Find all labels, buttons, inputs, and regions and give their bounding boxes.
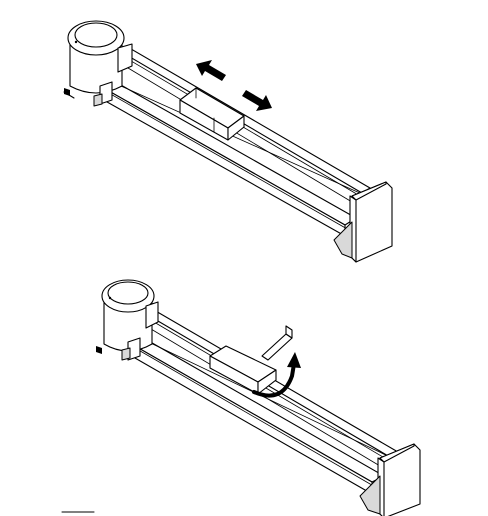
top-motor: [63, 20, 133, 107]
top-carriage: [179, 87, 245, 141]
bottom-motor: [96, 279, 159, 361]
bottom-end-plate: [359, 443, 421, 516]
rotation-arrow-icon: [252, 352, 301, 398]
bottom-beam: [127, 309, 399, 495]
top-end-plate: [333, 181, 393, 263]
bottom-view-assembly: [96, 279, 421, 516]
double-arrow-icon: [196, 60, 272, 111]
top-view-assembly: [63, 20, 393, 263]
bottom-carriage: [209, 325, 293, 395]
top-beam: [99, 45, 371, 237]
